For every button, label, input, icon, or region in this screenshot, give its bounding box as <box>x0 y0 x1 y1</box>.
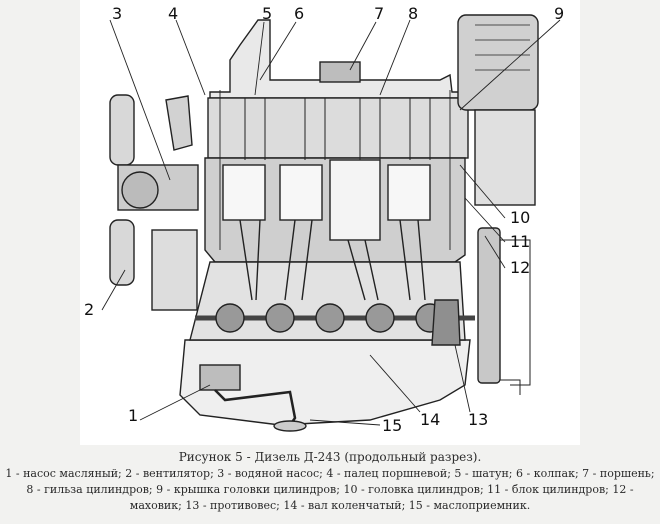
callout-15: 15 <box>382 416 403 435</box>
callout-8: 8 <box>408 4 419 23</box>
engine-section-drawing <box>101 14 561 432</box>
callout-2: 2 <box>84 300 95 319</box>
callout-12: 12 <box>510 258 531 277</box>
engine-figure: 3 4 5 6 7 8 9 10 11 12 2 1 14 13 15 <box>80 0 580 445</box>
callout-14: 14 <box>420 410 441 429</box>
callout-6: 6 <box>294 4 305 23</box>
callout-5: 5 <box>262 4 273 23</box>
callout-3: 3 <box>112 4 123 23</box>
figure-legend: 1 - насос масляный; 2 - вентилятор; 3 - … <box>5 467 655 512</box>
callout-9: 9 <box>554 4 565 23</box>
callout-13: 13 <box>468 410 489 429</box>
callout-1: 1 <box>128 406 139 425</box>
figure-caption: Рисунок 5 - Дизель Д-243 (продольный раз… <box>178 450 482 464</box>
callout-7: 7 <box>374 4 385 23</box>
callout-10: 10 <box>510 208 531 227</box>
callout-4: 4 <box>168 4 179 23</box>
callout-11: 11 <box>510 232 531 251</box>
